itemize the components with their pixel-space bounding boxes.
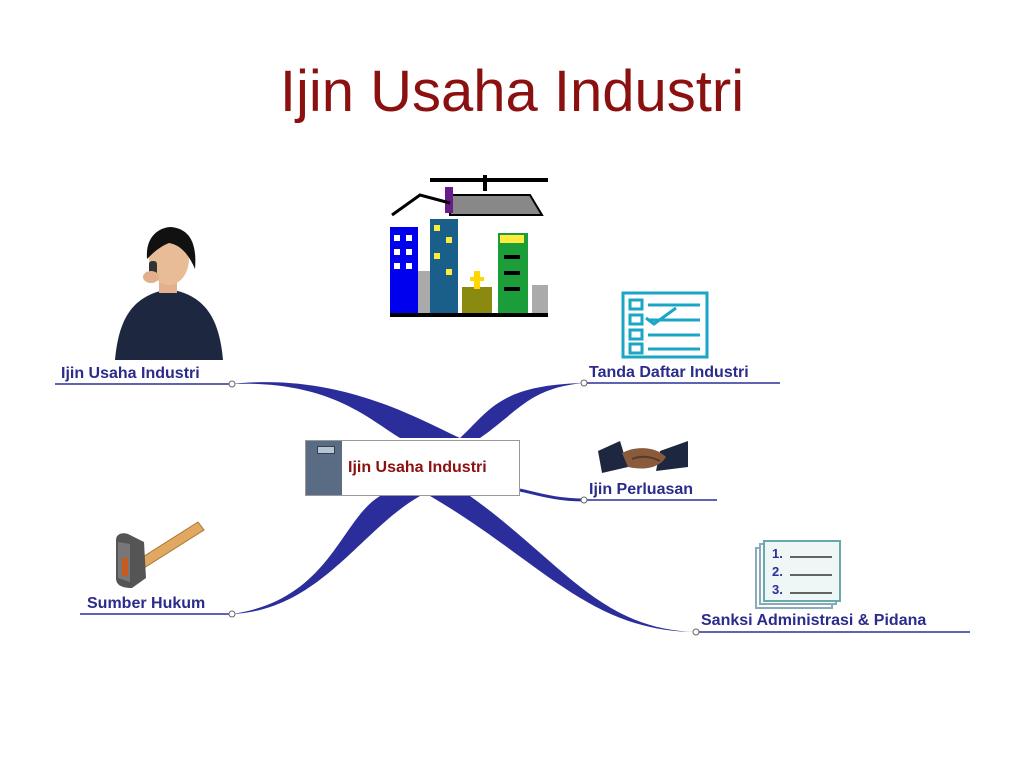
node-dot: [228, 380, 236, 388]
branch-label-ijin-perluasan: Ijin Perluasan: [589, 481, 694, 498]
svg-text:2.: 2.: [772, 564, 783, 579]
node-dot: [580, 496, 588, 504]
branch-label-tanda-daftar: Tanda Daftar Industri: [589, 364, 749, 381]
connector-bottom-right: [430, 496, 696, 632]
slide-title: Ijin Usaha Industri: [279, 59, 745, 124]
branch-label-ijin-usaha: Ijin Usaha Industri: [61, 365, 200, 382]
center-node: Ijin Usaha Industri: [305, 440, 520, 496]
document-icon: [306, 441, 342, 495]
connector-top-left: [232, 382, 460, 438]
node-dot: [580, 379, 588, 387]
node-dot: [692, 628, 700, 636]
checklist-icon: [621, 291, 709, 359]
connector-bottom-left: [232, 496, 420, 614]
handshake-icon: [598, 441, 688, 473]
node-dot: [228, 610, 236, 618]
branch-label-sanksi: Sanksi Administrasi & Pidana: [701, 612, 927, 629]
city-helicopter-icon: [390, 175, 548, 317]
branch-label-sumber-hukum: Sumber Hukum: [87, 595, 206, 612]
woman-phone-icon: [115, 227, 223, 360]
connector-right-mid: [519, 488, 585, 502]
hammer-icon: [116, 521, 205, 588]
connector-top-right: [460, 383, 584, 438]
numbered-list-icon: 1. 2. 3.: [755, 540, 841, 609]
svg-text:1.: 1.: [772, 546, 783, 561]
center-node-label: Ijin Usaha Industri: [348, 459, 487, 476]
svg-text:3.: 3.: [772, 582, 783, 597]
